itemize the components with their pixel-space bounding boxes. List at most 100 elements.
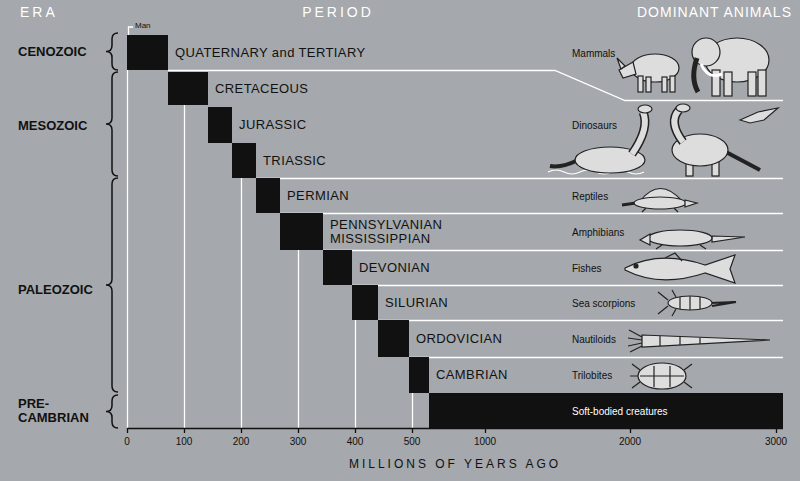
period-row: PENNSYLVANIAN MISSISSIPPIANAmphibians	[0, 213, 800, 250]
mammal-drawing	[646, 77, 651, 92]
period-row: CAMBRIAN Trilobites	[0, 357, 800, 393]
period-bar	[280, 213, 323, 250]
nautiloid-drawing	[628, 330, 770, 352]
dinosaur-drawing	[548, 104, 778, 176]
era-brace	[106, 395, 118, 428]
period-bar	[168, 72, 208, 105]
animal-name: Nautiloids	[572, 333, 616, 344]
grid-lines	[256, 178, 783, 179]
column-header: PERIOD	[302, 5, 374, 20]
amphibian-drawing	[640, 234, 650, 245]
dinosaur-drawing	[674, 110, 683, 142]
mammal-drawing	[638, 76, 643, 92]
column-header: DOMINANT ANIMALS	[637, 5, 792, 20]
grid-lines	[352, 285, 783, 286]
period-bar	[378, 320, 409, 357]
period-bar	[127, 35, 168, 70]
fish-drawing	[665, 253, 682, 261]
nautiloid-drawing	[642, 335, 770, 347]
mammal-drawing	[701, 64, 722, 76]
period-bar	[352, 285, 378, 320]
reptile-drawing	[634, 197, 686, 209]
sea-scorpion-drawing	[680, 296, 700, 310]
axis-tick: 300	[290, 436, 307, 447]
time-axis	[127, 428, 783, 429]
animal-name: Reptiles	[572, 190, 608, 201]
nautiloid-drawing	[660, 336, 700, 346]
amphibian-drawing	[640, 230, 745, 249]
fish-drawing	[634, 264, 638, 268]
mammal-drawing	[670, 76, 675, 92]
axis-tick: 1000	[474, 436, 496, 447]
reptile-drawing	[642, 208, 678, 212]
mammal-drawing	[724, 72, 732, 96]
axis-tick: 400	[347, 436, 364, 447]
animal-name: Mammals	[572, 47, 615, 58]
grid-lines	[129, 27, 134, 35]
trilobite-drawing	[640, 366, 684, 387]
axis-tick: 100	[176, 436, 193, 447]
period-name: SILURIAN	[385, 295, 448, 309]
dinosaur-drawing	[550, 160, 578, 166]
reptile-drawing	[622, 189, 697, 213]
sea-scorpion-drawing	[658, 290, 676, 316]
period-bar	[256, 178, 280, 213]
fish-drawing	[625, 253, 735, 283]
mammal-drawing	[617, 58, 625, 69]
amphibian-drawing	[712, 236, 745, 242]
era-brace	[106, 178, 118, 392]
nautiloid-drawing	[628, 330, 642, 352]
axis-tick: 500	[404, 436, 421, 447]
grid-lines	[241, 178, 242, 428]
animal-name: Fishes	[572, 262, 601, 273]
grid-lines	[168, 71, 783, 101]
period-name: JURASSIC	[239, 118, 307, 132]
period-name: PERMIAN	[287, 188, 349, 202]
animal-name: Trilobites	[572, 370, 612, 381]
period-name: CAMBRIAN	[436, 368, 508, 382]
trilobite-drawing	[630, 363, 692, 389]
axis-title: MILLIONS OF YEARS AGO	[349, 458, 561, 471]
dinosaur-drawing	[676, 104, 690, 112]
mammal-drawing	[617, 38, 769, 96]
mammal-drawing	[662, 77, 667, 92]
dinosaur-drawing	[726, 152, 760, 170]
dinosaur-drawing	[674, 110, 683, 142]
mammal-drawing	[748, 72, 756, 96]
period-name: ORDOVICIAN	[416, 331, 502, 345]
era-name: PRE- CAMBRIAN	[18, 397, 89, 426]
dinosaur-drawing	[740, 108, 778, 123]
time-axis	[127, 428, 783, 433]
marker-label: Man	[135, 22, 151, 31]
sea-scorpion-drawing	[710, 302, 736, 306]
grid-lines	[280, 213, 783, 214]
column-header: ERA	[20, 5, 58, 20]
era-brace	[106, 33, 118, 428]
period-row: TRIASSIC	[0, 143, 800, 178]
period-bar	[232, 143, 256, 178]
grid-lines	[127, 70, 128, 428]
period-row: CRETACEOUS	[0, 72, 800, 105]
amphibian-drawing	[656, 245, 706, 249]
sea-scorpion-drawing	[668, 296, 712, 310]
dinosaur-drawing	[638, 105, 652, 113]
period-bar	[208, 107, 232, 143]
period-row: QUATERNARY and TERTIARYMammals	[0, 35, 800, 70]
period-row: SILURIANSea scorpions	[0, 285, 800, 320]
time-axis	[128, 428, 777, 433]
axis-tick: 3000	[765, 436, 787, 447]
period-bar	[323, 250, 352, 285]
period-name: CRETACEOUS	[215, 81, 308, 95]
animal-name: Soft-bodied creatures	[572, 405, 668, 416]
amphibian-drawing	[648, 230, 712, 246]
period-name: PENNSYLVANIAN MISSISSIPPIAN	[330, 217, 442, 246]
axis-tick: 0	[124, 436, 130, 447]
era-name: PALEOZOIC	[18, 283, 93, 297]
era-name: MESOZOIC	[18, 119, 87, 133]
dinosaur-drawing	[632, 112, 645, 154]
period-row: DEVONIANFishes	[0, 250, 800, 285]
grid-lines	[128, 27, 784, 428]
